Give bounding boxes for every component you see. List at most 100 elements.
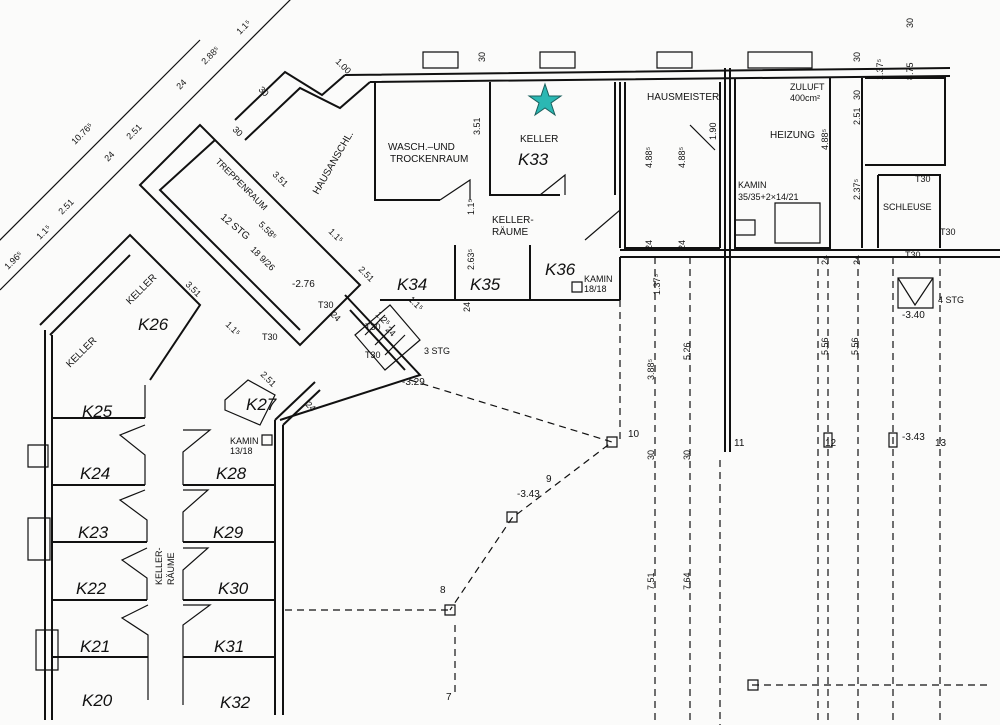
room-hausanschl: HAUSANSCHL. [311,129,356,196]
dimension-label: 3.88⁵ [646,358,656,380]
room-k20: K20 [82,691,113,710]
room-k34: K34 [397,275,427,294]
dimension-label: 2.51 [124,122,143,141]
door-label: T30 [318,300,334,310]
room-k26: K26 [138,315,169,334]
stairs-12-label: 12 STG [218,212,252,243]
dimension-label: 7.64 [682,572,692,590]
kellerraume-top-1: KELLER- [492,215,534,226]
dimension-label: 1.1⁵ [34,223,53,242]
dimension-label: 30 [477,52,487,62]
room-k31: K31 [214,637,244,656]
diagonal-dimensions: 1.96⁵1.1⁵2.51242.51242.88⁵1.1⁵10.76⁵1.00… [2,18,425,414]
kellerraume-mid-2: RÄUME [166,552,176,585]
dimension-label: 24 [329,309,343,323]
room-k22: K22 [76,579,107,598]
vertical-dimensions: 30 3.51 1.1⁵ 2.63⁵ 24 4.88⁵ 4.88⁵ 1.90 24 24 1.37⁵… [462,18,915,590]
room-wasch-1: WASCH.–UND [388,142,455,153]
dimension-label: 1.37⁵ [652,273,662,295]
dimension-label: 4.88⁵ [644,146,654,168]
dimension-label: 2.37⁵ [852,178,862,200]
axis-label: 10 [628,429,640,440]
axis-labels: 7 8 9 10 11 12 13 [440,429,947,703]
kellerraume-mid-1: KELLER- [154,547,164,585]
dimension-label: 1.1⁵ [224,319,243,338]
kamin-k28-label: KAMIN [230,436,259,446]
dimension-label: 3.51 [271,169,290,188]
room-k32: K32 [220,693,251,712]
room-k21: K21 [80,637,110,656]
dimension-label: 10.76⁵ [69,121,95,147]
room-k23: K23 [78,523,109,542]
kamin-k36-label: KAMIN [584,274,613,284]
room-k36: K36 [545,260,576,279]
axis-label: 8 [440,585,446,596]
room-k35: K35 [470,275,501,294]
axis-label: 13 [935,438,947,449]
dimension-label: 30 [905,18,915,28]
dimension-label: 4.88⁵ [820,128,830,150]
door-label: T30 [940,227,956,237]
door-ratings: T30 T30 T30 T30 T30 T30 T30 [262,174,956,360]
door-label: T30 [365,350,381,360]
dimension-label: 24 [820,255,830,265]
dimension-label: 1.37⁵ [875,58,885,80]
stairs-3-label: 3 STG [424,346,450,356]
level-mark: -3.43 [517,489,540,500]
dimension-label: 30 [852,52,862,62]
dimension-label: 3.51 [184,279,203,298]
level-mark: -3.29 [402,377,425,388]
room-schleuse: SCHLEUSE [883,202,932,212]
room-heizung: HEIZUNG [770,130,815,141]
dimension-label: 5.26 [682,342,692,360]
star-marker-icon [527,82,563,117]
dimension-label: 24 [644,240,654,250]
axis-label: 12 [825,438,837,449]
room-treppenraum: TREPPENRAUM [214,156,270,212]
level-mark: -3.40 [902,310,925,321]
dimension-label: 5.58⁵ [257,219,279,241]
dimension-label: 8.75 [905,62,915,80]
dimension-label: 24 [102,149,116,163]
axis-label: 9 [546,474,552,485]
room-k28: K28 [216,464,247,483]
axis-label: 11 [734,438,745,449]
dimension-label: 1.00 [334,56,353,75]
dimension-label: 1.90 [708,122,718,140]
room-keller-a: KELLER [124,272,159,307]
dimension-label: 5.56 [850,337,860,355]
room-keller-b: KELLER [64,335,99,370]
door-label: T30 [262,332,278,342]
level-mark: -3.43 [902,432,925,443]
dimension-label: 2.51 [56,197,75,216]
dimension-label: 3.51 [472,117,482,135]
room-k25: K25 [82,402,113,421]
room-wasch-2: TROCKENRAUM [390,154,468,165]
dimension-label: 2.51 [357,264,376,283]
kamin-k28-size: 13/18 [230,446,253,456]
dimension-label: 2.51 [259,369,278,388]
dimension-label: 1.1⁵ [407,294,426,313]
stairs-4-label: 4 STG [938,295,964,305]
dimension-label: 7.51 [646,572,656,590]
dimension-label: 24 [677,240,687,250]
kamin-heizung-size: 35/35+2×14/21 [738,192,799,202]
room-k29: K29 [213,523,244,542]
zuluft-size: 400cm² [790,93,820,103]
kamin-heizung-label: KAMIN [738,180,767,190]
dimension-label: 4.88⁵ [677,146,687,168]
dimension-label: 1.1⁵ [466,198,476,215]
level-marks: -2.76 -3.29 -3.43 -3.40 -3.43 [292,279,925,500]
dimension-label: 2.63⁵ [466,248,476,270]
room-keller-label: KELLER [520,134,558,145]
room-k27: K27 [246,395,277,414]
door-label: T30 [365,322,381,332]
door-label: T30 [905,250,921,260]
dimension-label: 30 [682,450,692,460]
dimension-label: 1.1⁵ [327,226,346,245]
dimension-label: 1.1⁵ [234,18,253,37]
kamin-k36-size: 18/18 [584,284,607,294]
dimension-label: 24 [462,302,472,312]
